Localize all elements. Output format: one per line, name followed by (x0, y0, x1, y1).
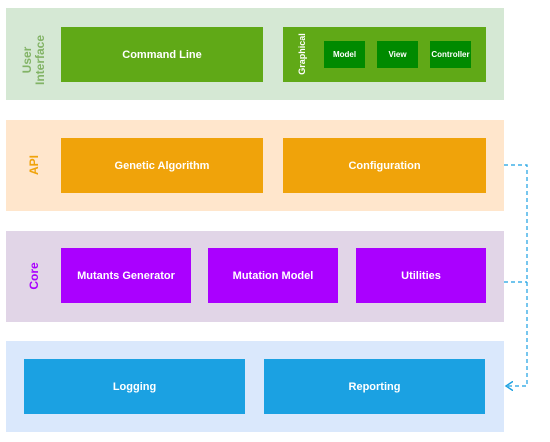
configuration-box: Configuration (283, 138, 486, 193)
graphical-label: Graphical (296, 33, 307, 75)
mutants-generator-box: Mutants Generator (61, 248, 191, 303)
logging-box: Logging (24, 359, 245, 414)
api-to-base-connector (504, 164, 528, 386)
genetic-algorithm-box: Genetic Algorithm (61, 138, 263, 193)
user-interface-layer-label: User Interface (20, 34, 47, 86)
controller-box: Controller (430, 41, 471, 68)
api-layer-label: API (26, 155, 41, 176)
utilities-box: Utilities (356, 248, 486, 303)
reporting-box: Reporting (264, 359, 485, 414)
mutation-model-box: Mutation Model (208, 248, 338, 303)
core-layer-label: Core (26, 262, 41, 290)
view-box: View (377, 41, 418, 68)
model-box: Model (324, 41, 365, 68)
command-line-box: Command Line (61, 27, 263, 82)
